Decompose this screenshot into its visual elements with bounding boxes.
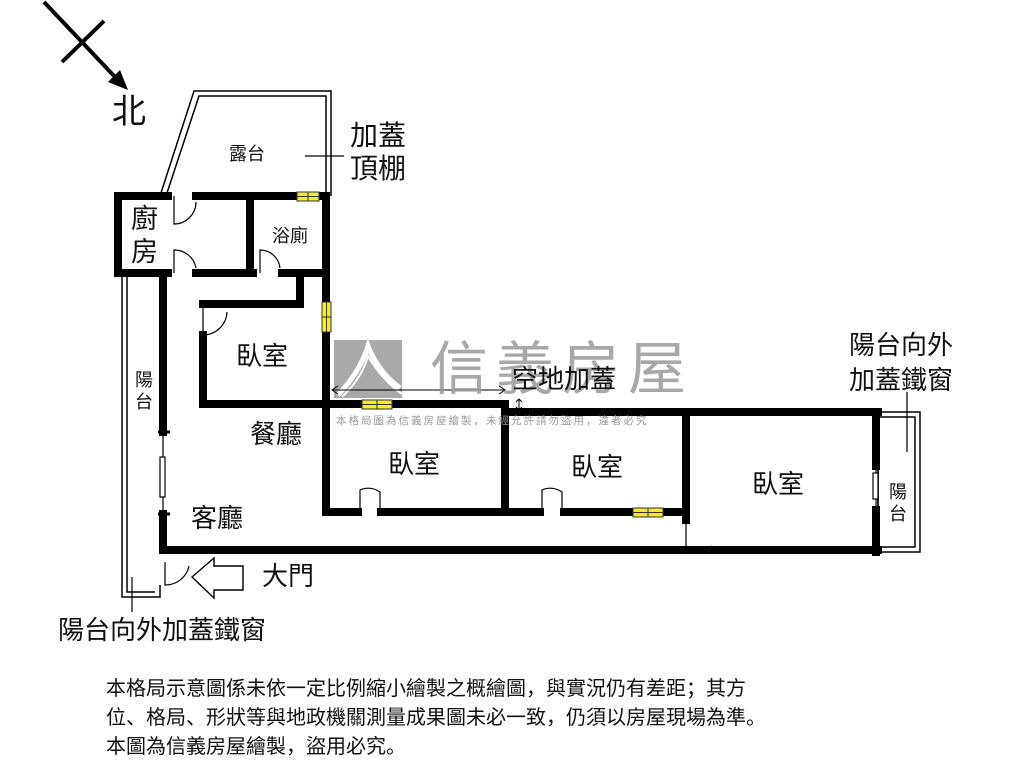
disclaimer-line-2: 位、格局、形狀等與地政機關測量成果圖未必一致，仍須以房屋現場為準。 xyxy=(106,705,766,729)
room-living: 客廳 xyxy=(191,504,244,534)
room-terrace: 露台 xyxy=(229,144,265,165)
annotation-main-door: 大門 xyxy=(262,562,315,592)
dimension-arrow xyxy=(331,385,523,411)
room-bathroom: 浴廁 xyxy=(272,226,308,247)
room-bedroom-1: 臥室 xyxy=(236,342,289,372)
north-arrow-icon xyxy=(42,0,128,90)
annotation-roof-addition-1: 加蓋 xyxy=(350,119,407,152)
watermark-notice: 本格局圖為信義房屋繪製，未經允許請勿盜用，違者必究 xyxy=(336,415,649,427)
sliding-doors xyxy=(158,430,879,516)
doors xyxy=(164,196,713,586)
annotation-balcony-window-right-1: 陽台向外 xyxy=(849,331,954,361)
annotation-roof-addition-2: 頂棚 xyxy=(350,152,407,185)
room-balcony-left: 陽台 xyxy=(132,370,153,414)
disclaimer-line-1: 本格局示意圖係未依一定比例縮小繪製之概繪圖，與實況仍有差距；其方 xyxy=(106,676,746,700)
terrace-outline xyxy=(159,90,332,197)
annotation-balcony-window-right-2: 加蓋鐵窗 xyxy=(849,366,954,396)
compass-north-label: 北 xyxy=(112,92,146,132)
watermark-logo-icon xyxy=(334,338,403,398)
room-balcony-right: 陽台 xyxy=(886,482,907,526)
room-bedroom-2: 臥室 xyxy=(388,450,441,480)
annotation-open-space-addition: 空地加蓋 xyxy=(512,365,617,395)
room-dining: 餐廳 xyxy=(250,420,303,450)
annotation-balcony-window-left: 陽台向外加蓋鐵窗 xyxy=(58,616,267,646)
main-door-arrow-icon xyxy=(190,556,244,600)
windows xyxy=(296,191,664,518)
room-bedroom-3: 臥室 xyxy=(571,453,624,483)
left-balcony-outline xyxy=(121,272,161,598)
walls xyxy=(114,192,882,556)
watermark-brand: 信義房屋 xyxy=(430,335,695,403)
room-bedroom-4: 臥室 xyxy=(752,470,805,500)
disclaimer: 本格局示意圖係未依一定比例縮小繪製之概繪圖，與實況仍有差距；其方 位、格局、形狀… xyxy=(106,674,926,761)
room-kitchen: 廚房 xyxy=(126,204,157,270)
disclaimer-line-3: 本圖為信義房屋繪製，盜用必究。 xyxy=(106,734,406,758)
